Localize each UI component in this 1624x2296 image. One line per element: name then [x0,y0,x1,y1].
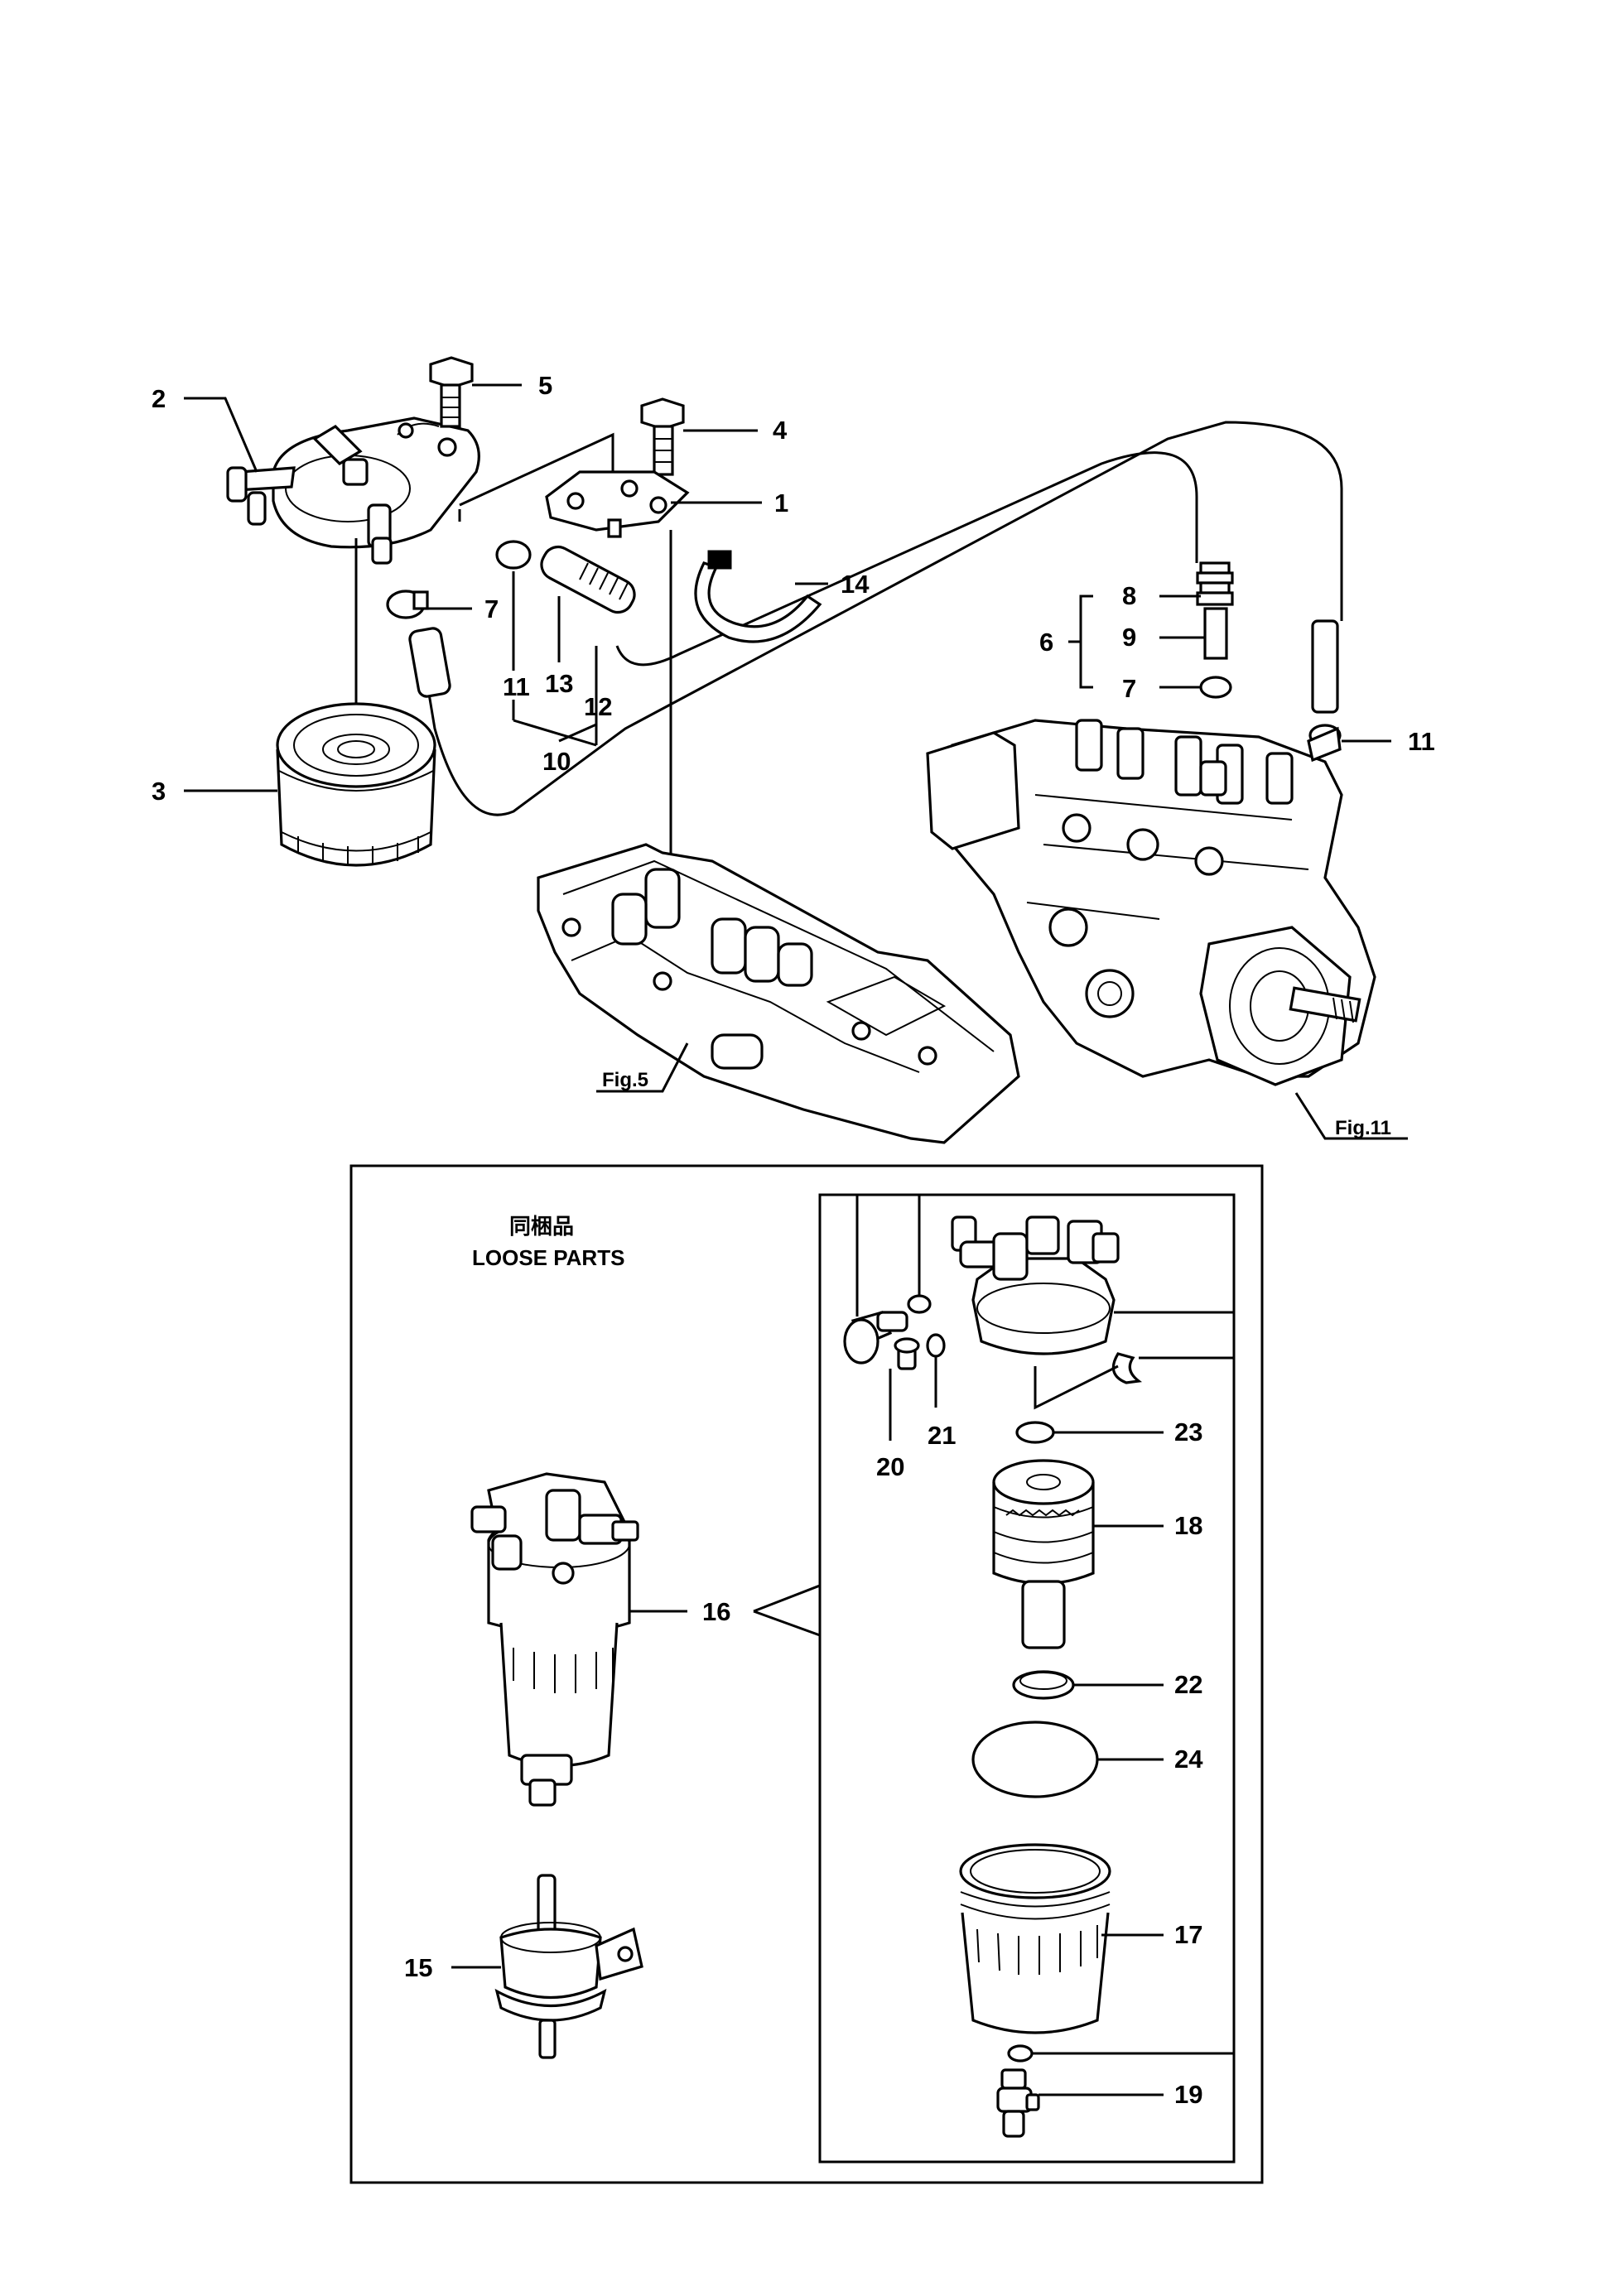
callout-15: 15 [404,1953,432,1982]
callout-2: 2 [152,384,166,413]
o-ring-small [907,1294,932,1314]
callout-12: 12 [584,692,612,721]
washer-part-21 [926,1333,946,1358]
filter-head-part-2 [226,416,480,549]
fitting-part-8 [1196,561,1234,606]
callout-21: 21 [928,1421,956,1450]
o-ring-part-24 [971,1721,1099,1798]
clip-part-7-right [1199,676,1232,699]
clip-part-11-left [495,540,532,570]
bolt-part-4 [640,397,685,476]
bracket-guide-lines [458,432,672,861]
callout-20: 20 [876,1452,904,1481]
clip-part-7-left [386,590,429,619]
callout-5: 5 [538,371,552,400]
loose-parts-japanese: 同梱品 [509,1214,574,1239]
callout-10: 10 [542,747,571,776]
o-ring-bottom [1007,2044,1034,2063]
leader-lines-lower [451,1195,1234,2096]
fuel-hose-long [425,421,1343,816]
element-part-18 [992,1459,1095,1649]
callout-3: 3 [152,777,166,806]
fig-11-ref: Fig.11 [1335,1117,1391,1139]
bolt-part-5 [429,356,474,428]
callout-17: 17 [1174,1920,1202,1949]
callout-24: 24 [1174,1745,1203,1774]
callout-16: 16 [702,1597,730,1626]
callout-13: 13 [545,669,573,698]
intake-manifold [537,843,1020,1144]
hose-short [408,627,451,698]
plug-part-20 [894,1337,920,1370]
callout-9: 9 [1122,623,1136,652]
bowl-part-17 [959,1843,1111,2034]
callout-1: 1 [774,489,788,517]
prefilter-part-15 [494,1874,643,2059]
o-ring-part-23 [1015,1421,1055,1444]
callout-23: 23 [1174,1418,1202,1446]
hose-part-9 [1203,607,1228,660]
loose-parts-exploded-frame [818,1193,1236,2164]
callout-7-left: 7 [484,594,499,623]
fig-5-ref: Fig.5 [602,1069,648,1091]
callout-14: 14 [841,570,870,599]
clip-small [1111,1352,1143,1384]
exploded-filter-head [951,1215,1120,1355]
ring-part-22 [1012,1670,1075,1700]
hose-part-11-right [1311,619,1339,714]
callout-4: 4 [773,416,788,445]
leader-lines-upper [184,383,1408,1140]
callout-7-right: 7 [1122,674,1136,703]
hose-part-13 [540,545,636,614]
callout-8: 8 [1122,581,1136,610]
filter-cartridge-part-3 [276,538,436,867]
callout-19: 19 [1174,2080,1202,2109]
sensor-part-19 [996,2068,1040,2138]
injection-pump [926,719,1376,1086]
bracket-plate-part-1 [545,470,690,538]
callout-22: 22 [1174,1670,1202,1699]
callout-11-left: 11 [503,672,530,701]
loose-parts-frame [349,1164,1264,2184]
filter-assembly-part-16 [470,1472,639,1807]
bleed-screw [843,1311,908,1365]
loose-parts-english: LOOSE PARTS [472,1245,624,1270]
callout-11-right: 11 [1408,727,1435,756]
callout-6: 6 [1039,628,1053,657]
callout-18: 18 [1174,1511,1202,1540]
band-clamp-part-14 [694,550,822,643]
nipple-fitting [371,537,393,565]
